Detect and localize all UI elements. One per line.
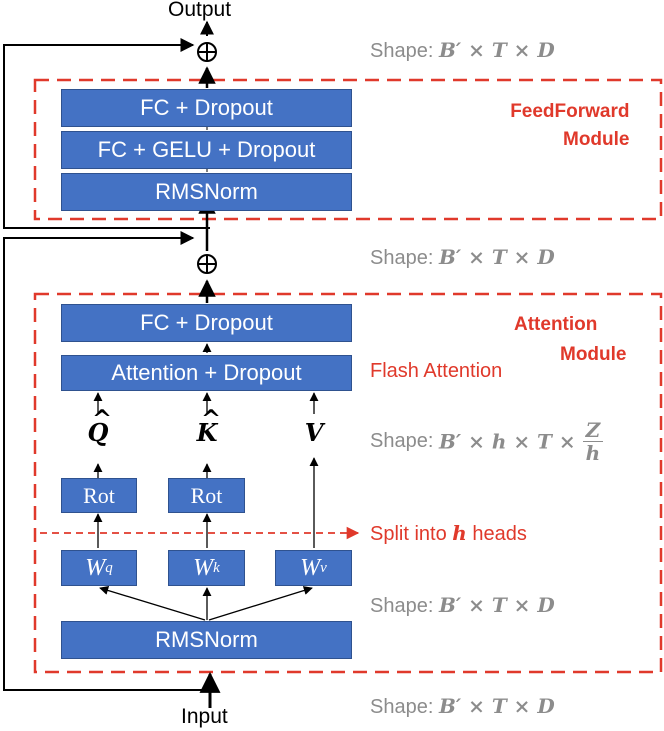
residual-add-top	[197, 42, 217, 62]
rot-k-block: Rot	[168, 478, 245, 513]
attention-module-label: Attention Module	[514, 314, 627, 365]
ff-fc-gelu-dropout-block: FC + GELU + Dropout	[61, 131, 352, 169]
q-hat-vector: ^Q	[87, 404, 113, 447]
shape-label-middle: Shape: B′ × T × D	[370, 245, 555, 269]
attention-dropout-block: Attention + Dropout	[61, 355, 352, 391]
feedforward-module-frame	[33, 78, 663, 221]
arrow-rmsnorm-to-wq	[99, 586, 206, 621]
residual-add-middle	[197, 254, 217, 274]
output-label: Output	[168, 0, 232, 21]
arrow-rmsnorm-to-wv	[208, 586, 313, 621]
k-hat-vector: ^K	[196, 404, 222, 447]
flash-attention-label: Flash Attention	[370, 360, 503, 382]
attn-fc-dropout-block: FC + Dropout	[61, 304, 352, 342]
attn-rmsnorm-block: RMSNorm	[61, 621, 352, 659]
split-heads-label: Split into h heads	[370, 521, 527, 545]
input-label: Input	[181, 705, 228, 728]
residual-skip-feedforward	[3, 38, 210, 229]
feedforward-module-label: FeedForward Module	[510, 101, 630, 150]
shape-label-lower: Shape: B′ × T × D	[370, 593, 555, 617]
ff-rmsnorm-block: RMSNorm	[61, 173, 352, 211]
shape-label-top: Shape: B′ × T × D	[370, 38, 555, 62]
attention-module-frame	[33, 292, 663, 674]
v-vector: V	[304, 418, 324, 447]
rot-q-block: Rot	[61, 478, 137, 513]
residual-skip-attention	[3, 231, 210, 691]
ff-fc-dropout-block: FC + Dropout	[61, 89, 352, 127]
shape-label-bottom: Shape: B′ × T × D	[370, 694, 555, 718]
